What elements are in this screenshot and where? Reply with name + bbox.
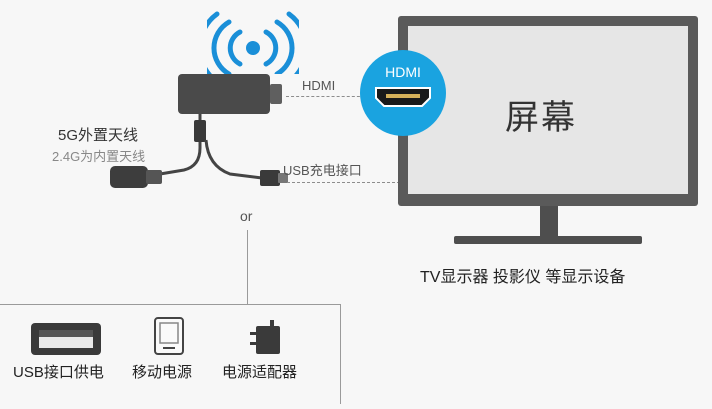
hdmi-line-label: HDMI [302, 78, 336, 93]
antenna-subtitle: 2.4G为内置天线 [52, 149, 146, 164]
power-box-top-border [0, 304, 340, 305]
power-source-powerbank-label: 移动电源 [132, 364, 193, 381]
hdmi-connection-line [286, 96, 370, 97]
power-adapter-icon [250, 320, 280, 354]
power-box-right-border [340, 304, 341, 404]
antenna-title: 5G外置天线 [58, 127, 139, 144]
hdmi-badge-label: HDMI [385, 64, 421, 80]
hdmi-port-icon [375, 87, 431, 107]
usb-line-label: USB充电接口 [283, 163, 362, 178]
screen-label: 屏幕 [505, 99, 577, 137]
power-source-adapter-label: 电源适配器 [222, 364, 298, 381]
tv-monitor [398, 16, 698, 244]
wifi-signal-icon [207, 11, 299, 74]
power-bank-icon [154, 317, 184, 355]
wireless-display-dongle [110, 74, 288, 188]
usb-port-icon [31, 323, 101, 355]
tv-caption: TV显示器 投影仪 等显示设备 [420, 269, 626, 286]
usb-connection-line [287, 182, 400, 183]
or-label: or [240, 208, 253, 224]
power-source-usb-label: USB接口供电 [13, 364, 104, 381]
power-connector-vertical [247, 230, 248, 304]
